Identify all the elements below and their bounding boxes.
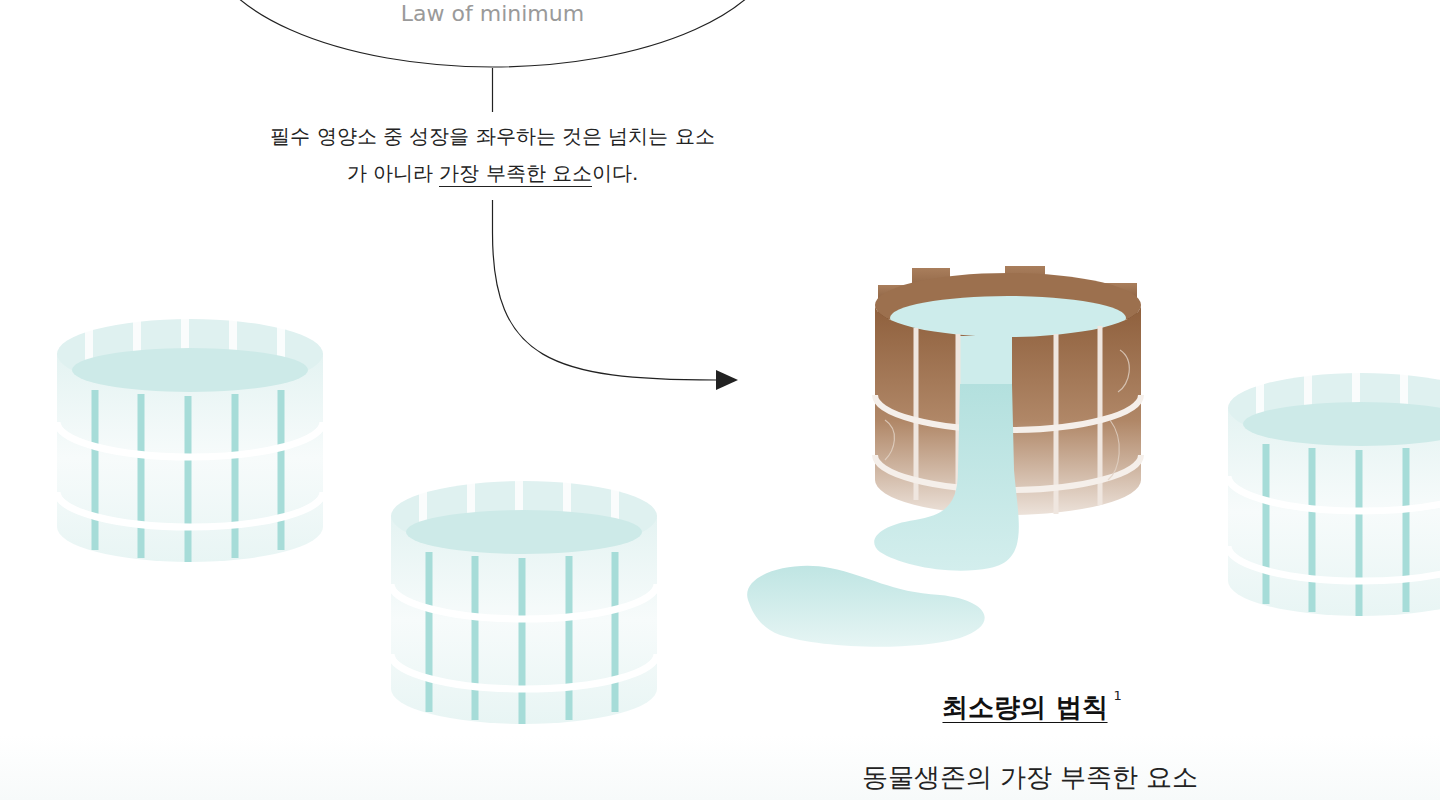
node-title-row: Law of minimum — [205, 0, 780, 29]
heading: 최소량의 법칙 — [942, 692, 1107, 722]
footnote-number: 1 — [1114, 688, 1122, 703]
ground-band — [0, 735, 1440, 800]
pale-barrel — [57, 314, 323, 562]
body-text: 동물생존의 가장 부족한 요소 — [862, 762, 1199, 792]
arrowhead — [716, 370, 738, 390]
pale-barrel — [1228, 368, 1440, 616]
node-title: Law of minimum — [401, 1, 584, 26]
pale-barrel — [391, 476, 657, 724]
wooden-barrel — [747, 266, 1141, 647]
ellipse-node: Law of minimum — [205, 0, 780, 68]
ellipse-shape — [206, 0, 779, 67]
heading-row: 최소량의 법칙 — [740, 691, 1230, 725]
emphasis-underline — [439, 186, 592, 187]
body-text-row: 동물생존의 가장 부족한 요소 — [740, 761, 1230, 795]
barrel-node: 최소량의 법칙동물생존의 가장 부족한 요소 — [740, 255, 1230, 800]
